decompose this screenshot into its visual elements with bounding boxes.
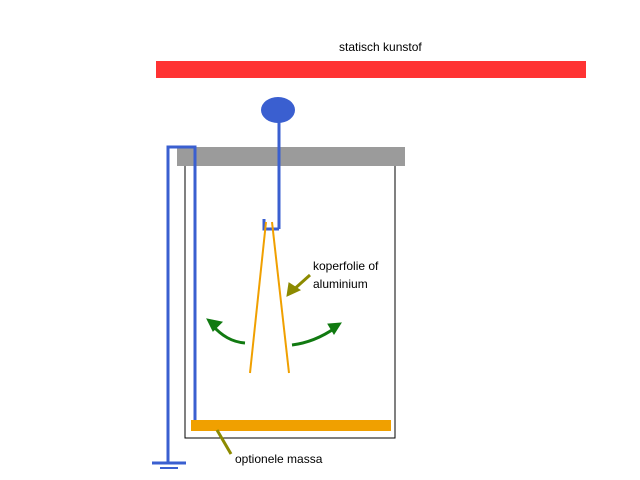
glass-jar-outline [184,159,396,439]
plastic-label: statisch kunstof [339,40,422,54]
jar-lid [177,147,405,166]
optional-mass-plate [191,420,391,431]
foil-leaves [249,221,290,374]
mass-label: optionele massa [235,452,323,466]
electroscope-hook [262,219,279,231]
ground-symbol-icon [152,461,186,469]
foil-label-line1: koperfolie of [313,259,379,273]
blue-ball-icon [261,97,295,123]
ground-wire [166,145,197,463]
static-plastic-bar [156,61,586,78]
mass-pointer-line [215,429,233,455]
foil-pointer-arrow [286,273,312,297]
foil-label-line2: aluminium [313,277,368,291]
curved-arrow-icon [291,322,342,347]
curved-arrow-icon [206,318,246,345]
